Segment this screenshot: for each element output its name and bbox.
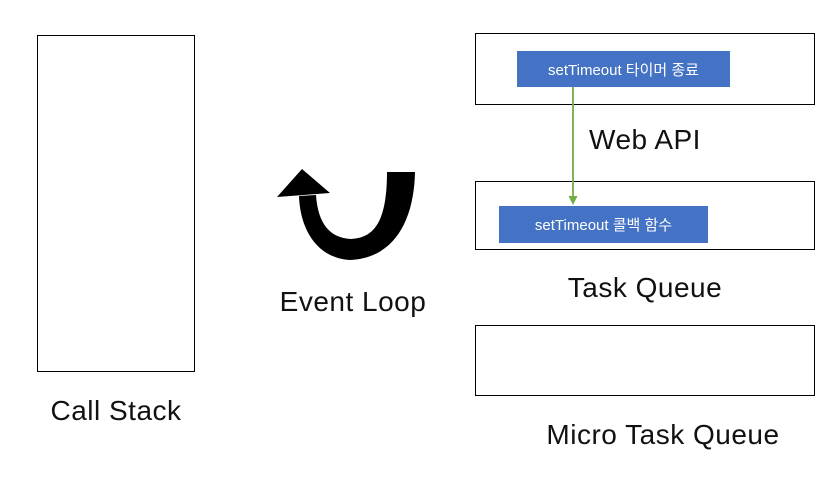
micro-task-queue-box — [475, 325, 815, 396]
micro-task-queue-label: Micro Task Queue — [546, 419, 780, 450]
call-stack-label: Call Stack — [50, 395, 182, 426]
task-queue-label: Task Queue — [567, 272, 723, 303]
event-loop-arrow-icon — [277, 169, 415, 260]
event-loop-label: Event Loop — [279, 286, 427, 317]
call-stack-box — [37, 35, 195, 372]
web-api-chip: setTimeout 타이머 종료 — [517, 51, 730, 87]
web-api-label: Web API — [589, 124, 701, 155]
timer-complete-arrow-icon — [568, 87, 578, 205]
task-queue-chip: setTimeout 콜백 함수 — [499, 206, 708, 243]
